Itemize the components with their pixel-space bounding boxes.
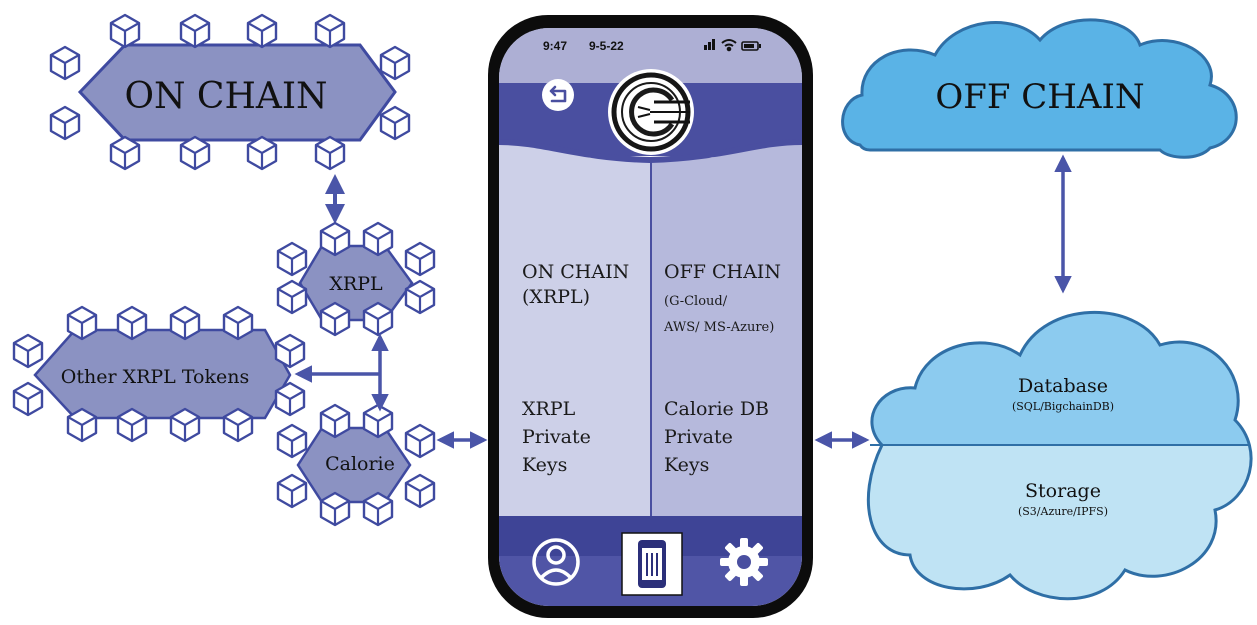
right-panel-title-3: AWS/ MS-Azure) [663,320,774,335]
xrpl-node-label: XRPL [329,273,383,295]
app-logo [608,69,694,155]
settings-button[interactable] [720,538,768,586]
back-arrow-icon [549,85,567,103]
other-tokens-node: Other XRPL Tokens [12,305,306,443]
calorie-node-label: Calorie [325,453,395,475]
xrpl-node: XRPL [276,221,436,337]
storage-sublabel: (S3/Azure/IPFS) [1018,505,1108,518]
calorie-node: Calorie [276,403,436,527]
phone-right-panel [650,142,802,518]
left-panel-keys-1: XRPL [522,398,576,420]
right-panel-keys-2: Private [664,426,733,448]
token-arrows [294,333,488,449]
battery-icon [741,41,761,51]
back-button[interactable] [542,79,574,111]
phone-left-panel [499,142,650,518]
on-chain-title: ON CHAIN [124,76,327,117]
left-panel-title-1: ON CHAIN [522,261,629,283]
database-sublabel: (SQL/BigchainDB) [1012,400,1114,413]
profile-icon [532,538,580,586]
right-panel-title-2: (G-Cloud/ [664,294,728,309]
phone: 9:47 9-5-22 [488,15,813,618]
phone-app-icon [638,540,666,588]
other-tokens-label: Other XRPL Tokens [61,366,249,388]
wallet-app-button[interactable] [621,532,683,596]
fork-icon [637,106,690,118]
right-panel-keys-1: Calorie DB [664,398,769,420]
left-panel-title-2: (XRPL) [522,286,590,308]
database-label: Database [1018,375,1108,397]
off-chain-cloud: OFF CHAIN [841,18,1238,159]
storage-label: Storage [1025,480,1101,502]
gear-icon [720,538,768,586]
wifi-icon [721,39,737,52]
left-panel-keys-2: Private [522,426,591,448]
on-chain-cluster: ON CHAIN [49,13,411,171]
left-panel-keys-3: Keys [522,454,567,476]
signal-icon [704,39,715,50]
right-panel-title-1: OFF CHAIN [664,261,781,283]
status-time: 9:47 [543,39,567,53]
off-chain-title: OFF CHAIN [935,77,1144,117]
storage-cloud: Database (SQL/BigchainDB) Storage (S3/Az… [866,310,1253,601]
right-panel-keys-3: Keys [664,454,709,476]
status-date: 9-5-22 [589,39,624,53]
knife-icon [654,100,690,124]
profile-button[interactable] [532,538,580,586]
